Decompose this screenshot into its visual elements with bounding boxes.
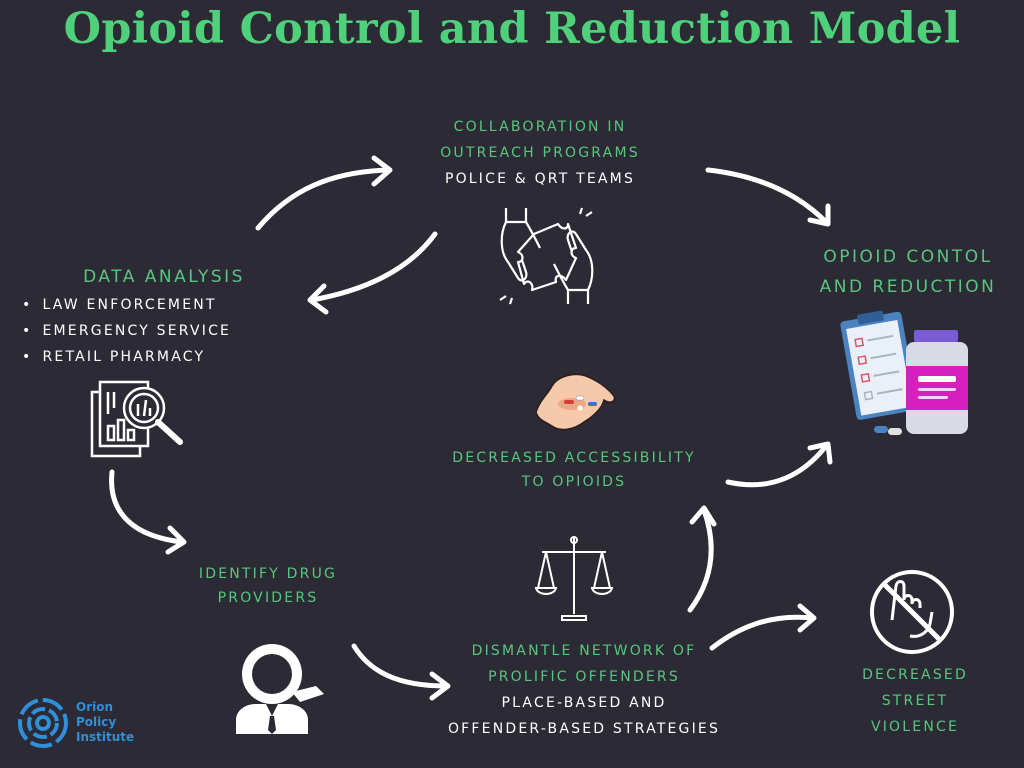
clipboard-pill-bottle-icon [840, 310, 968, 435]
dismantle-line2: PROLIFIC OFFENDERS [488, 669, 680, 685]
user-search-icon [236, 644, 324, 734]
scales-of-justice-icon [534, 536, 614, 621]
collaboration-heading: COLLABORATION IN OUTREACH PROGRAMS [420, 114, 660, 166]
dismantle-sub2: OFFENDER-BASED STRATEGIES [447, 721, 721, 737]
violence-line1: DECREASED [862, 667, 968, 683]
arrow-dismantle-to-accessibility [687, 505, 717, 613]
accessibility-line1: DECREASED ACCESSIBILITY [452, 450, 696, 466]
page-title: Opioid Control and Reduction Model [63, 4, 961, 54]
accessibility-heading: DECREASED ACCESSIBILITY TO OPIOIDS [430, 446, 718, 494]
violence-line3: VIOLENCE [870, 719, 960, 735]
violence-line2: STREET [881, 693, 949, 709]
outcome-line1: OPIOID CONTOL [823, 247, 993, 267]
data-analysis-list: LAW ENFORCEMENT EMERGENCY SERVICE RETAIL… [22, 292, 231, 370]
accessibility-line2: TO OPIOIDS [521, 474, 627, 490]
identify-heading: IDENTIFY DRUG PROVIDERS [184, 562, 352, 610]
no-violence-icon [870, 570, 954, 654]
violence-heading: DECREASED STREET VIOLENCE [840, 662, 990, 740]
dismantle-line1: DISMANTLE NETWORK OF [471, 643, 697, 659]
puzzle-hands-icon [499, 207, 594, 305]
arrow-identify-to-dismantle [351, 643, 451, 701]
outcome-heading: OPIOID CONTOL AND REDUCTION [808, 242, 1008, 302]
dismantle-heading: DISMANTLE NETWORK OF PROLIFIC OFFENDERS [440, 638, 728, 690]
collaboration-line1: COLLABORATION IN [453, 119, 627, 135]
logo-line3: Institute [76, 730, 135, 744]
outcome-line2: AND REDUCTION [819, 277, 997, 297]
list-item: EMERGENCY SERVICE [22, 318, 231, 344]
arrow-collaboration-to-outcome [705, 167, 831, 227]
collaboration-line2: OUTREACH PROGRAMS [440, 145, 640, 161]
identify-line2: PROVIDERS [217, 590, 319, 606]
collaboration-sub: POLICE & QRT TEAMS [444, 171, 636, 187]
arrow-data-to-collaboration [255, 155, 393, 231]
list-item: LAW ENFORCEMENT [22, 292, 231, 318]
arrow-accessibility-to-outcome [725, 441, 833, 488]
report-magnifier-icon [90, 380, 183, 458]
logo-text: Orion Policy Institute [76, 700, 134, 745]
list-item: RETAIL PHARMACY [22, 344, 231, 370]
data-analysis-heading: DATA ANALYSIS [83, 267, 245, 287]
logo-line2: Policy [76, 715, 117, 729]
arrow-dismantle-to-violence [709, 603, 817, 651]
dismantle-sub: PLACE-BASED AND OFFENDER-BASED STRATEGIE… [440, 690, 728, 742]
arrow-collaboration-to-data [307, 231, 438, 315]
dismantle-sub1: PLACE-BASED AND [501, 695, 667, 711]
arrow-data-to-identify [109, 469, 187, 555]
identify-line1: IDENTIFY DRUG [198, 566, 338, 582]
logo-line1: Orion [76, 700, 114, 714]
orion-logo-icon [18, 698, 68, 748]
hand-pills-icon [535, 373, 616, 431]
